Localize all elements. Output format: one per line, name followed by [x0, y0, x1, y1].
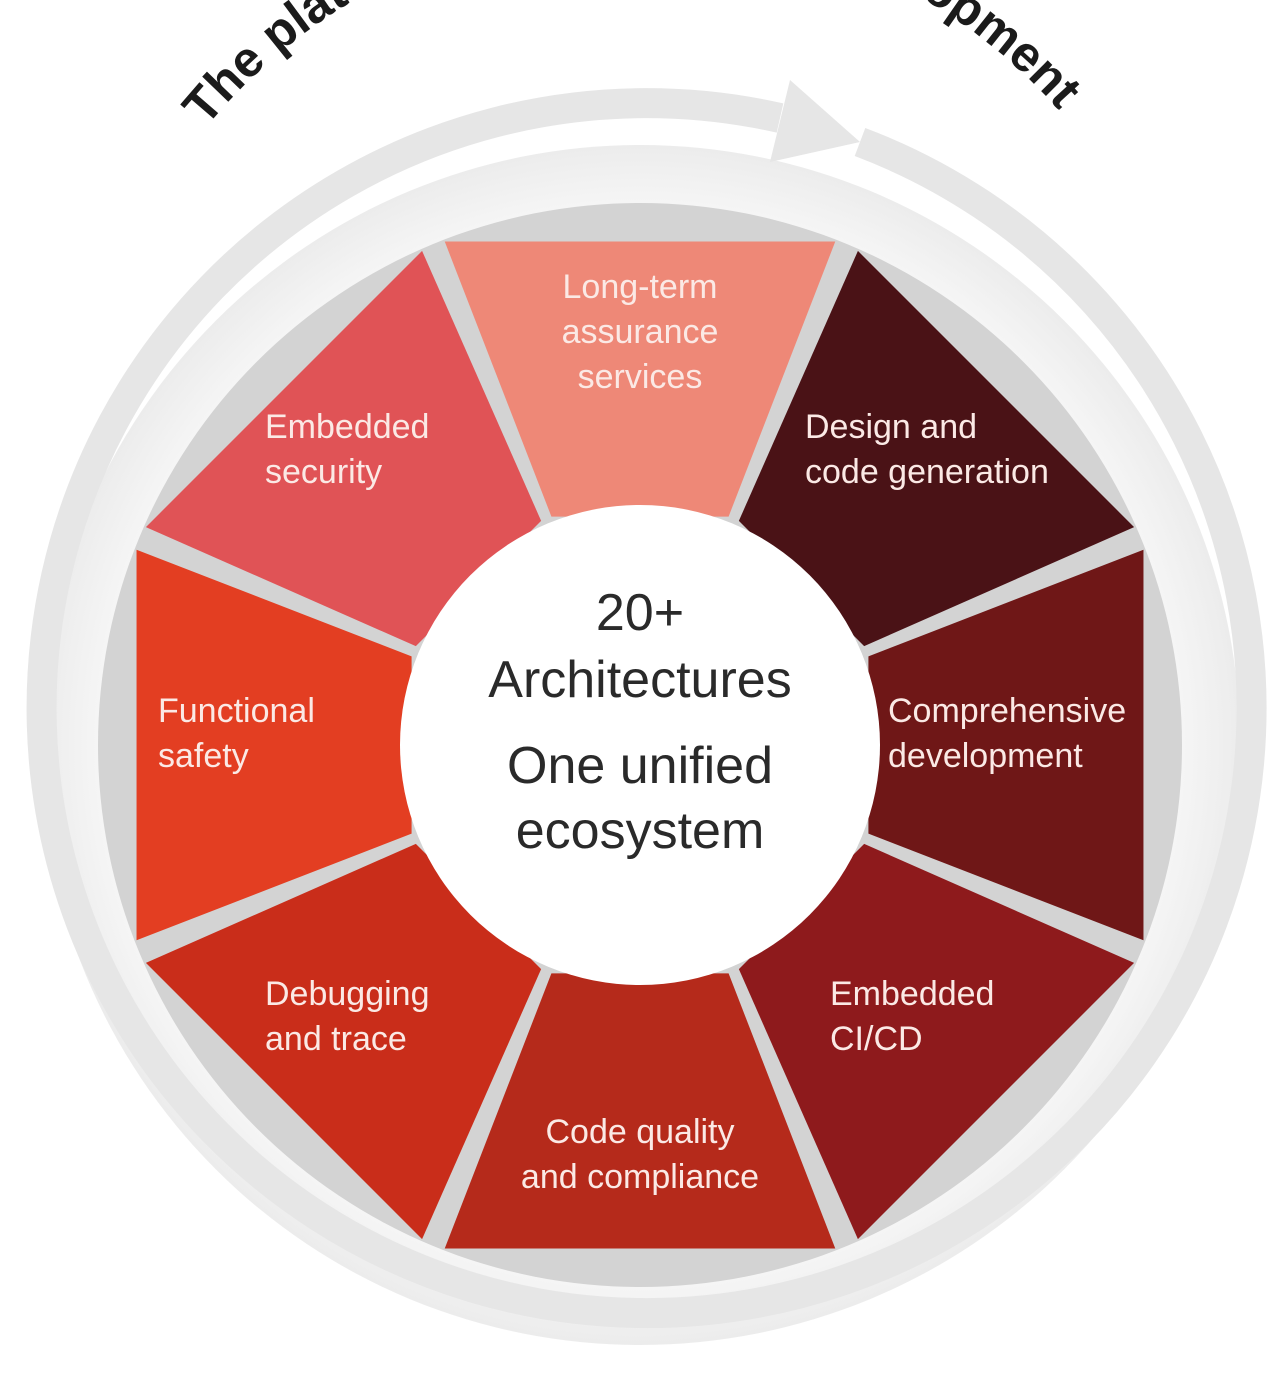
segment-label-line: assurance [562, 313, 719, 351]
segment-long-term-assurance: Long-term assurance services [444, 241, 836, 517]
segment-design-code-generation: Design and code generation [738, 250, 1135, 647]
segment-label-line: Embedded [265, 408, 429, 446]
segment-comprehensive-development: Comprehensive development [868, 549, 1144, 941]
segment-label-code-quality-compliance: Code quality and compliance [521, 1113, 759, 1196]
segment-shape-code-quality-compliance [444, 973, 836, 1249]
segment-shape-design-code-generation [738, 250, 1135, 647]
segment-label-line: and compliance [521, 1158, 759, 1196]
segment-functional-safety: Functional safety [136, 549, 412, 941]
segment-label-functional-safety: Functional safety [158, 692, 315, 775]
segment-label-line: and trace [265, 1020, 407, 1058]
segment-label-debugging-trace: Debugging and trace [265, 975, 429, 1058]
segment-label-line: Design and [805, 408, 977, 446]
segment-debugging-trace: Debugging and trace [145, 843, 542, 1240]
segment-label-embedded-security: Embedded security [265, 408, 429, 491]
center-line-3: One unified [507, 737, 773, 795]
segment-shape-embedded-cicd [738, 843, 1135, 1240]
segment-label-line: Comprehensive [888, 692, 1126, 730]
center-line-2: Architectures [488, 651, 791, 709]
segment-shape-debugging-trace [145, 843, 542, 1240]
segment-code-quality-compliance: Code quality and compliance [444, 973, 836, 1249]
segment-label-comprehensive-development: Comprehensive development [888, 692, 1126, 775]
segment-label-line: Embedded [830, 975, 994, 1013]
segment-label-long-term-assurance: Long-term assurance services [562, 268, 719, 396]
segment-label-line: services [578, 358, 703, 396]
cycle-arrow-head [770, 80, 860, 162]
segment-label-line: Long-term [563, 268, 718, 306]
segment-label-line: security [265, 453, 382, 491]
segment-label-design-code-generation: Design and code generation [805, 408, 1049, 491]
segment-shape-comprehensive-development [868, 549, 1144, 941]
segment-label-line: development [888, 737, 1083, 775]
segment-label-line: Functional [158, 692, 315, 730]
segment-label-line: Code quality [545, 1113, 734, 1151]
center-line-1: 20+ [596, 584, 684, 642]
cycle-ring [26, 88, 1267, 1329]
segment-shape-embedded-security [145, 250, 542, 647]
segment-label-line: Debugging [265, 975, 429, 1013]
segment-label-line: safety [158, 737, 249, 775]
segment-label-line: code generation [805, 453, 1049, 491]
segment-embedded-security: Embedded security [145, 250, 542, 647]
segment-label-line: CI/CD [830, 1020, 923, 1058]
center-circle [400, 505, 880, 985]
segment-shape-long-term-assurance [444, 241, 836, 517]
center-line-4: ecosystem [516, 802, 765, 860]
segment-shape-functional-safety [136, 549, 412, 941]
